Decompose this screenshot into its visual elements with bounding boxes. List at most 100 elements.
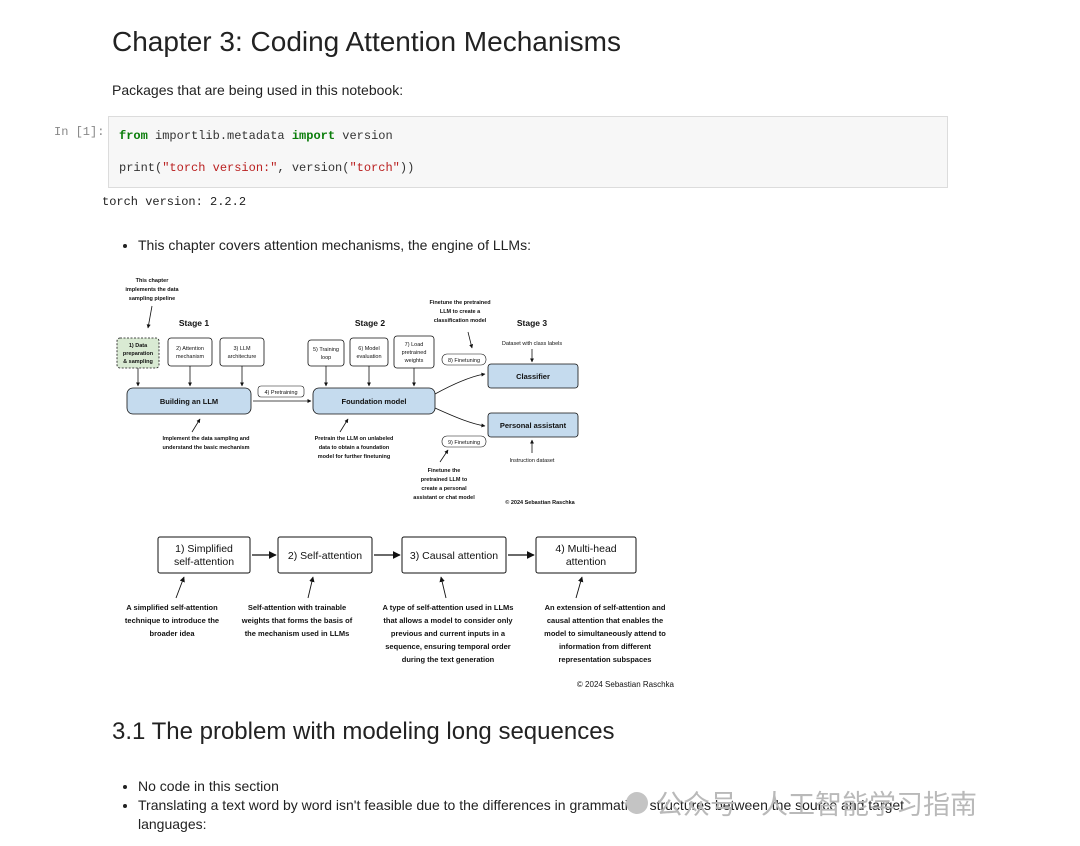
step2-line1: 2) Self-attention: [288, 550, 362, 562]
chapter-title: Chapter 3: Coding Attention Mechanisms: [112, 26, 621, 57]
step2-box: [277, 536, 373, 574]
caption4-4: information from different: [559, 642, 652, 651]
box-assistant-label: Personal assistant: [500, 421, 567, 430]
code-close: )): [399, 161, 415, 175]
label-ft9: 9) Finetuning: [448, 440, 480, 446]
note-pretrain-3: model for further finetuning: [318, 454, 390, 460]
instruction-dataset-label: Instruction dataset: [510, 458, 555, 464]
intro-list: This chapter covers attention mechanisms…: [112, 236, 1038, 255]
box-foundation-label: Foundation model: [342, 397, 407, 406]
box-classifier: [487, 363, 579, 389]
box-model-eval-2: evaluation: [356, 354, 381, 360]
dataset-class-label: Dataset with class labels: [502, 341, 562, 347]
step3-line1: 3) Causal attention: [410, 550, 498, 562]
box-data-prep-2: preparation: [123, 351, 154, 357]
box-load-2: pretrained: [402, 350, 427, 356]
box-classifier-label: Classifier: [516, 372, 550, 381]
note-finetune-bottom-1: Finetune the: [428, 468, 461, 474]
llm-stages-diagram: This chapter implements the data samplin…: [116, 278, 579, 506]
cell-prompt: In [1]:: [54, 125, 105, 139]
box-llm-arch-2: architecture: [228, 354, 257, 360]
code-string-2: "torch": [349, 161, 400, 175]
box-training-2: loop: [321, 355, 331, 361]
box-data-prep: [116, 337, 160, 369]
box-model-eval-1: 6) Model: [358, 346, 379, 352]
section-list: No code in this section Translating a te…: [112, 777, 958, 834]
box-load-3: weights: [404, 358, 424, 364]
note-top-3: sampling pipeline: [129, 296, 175, 302]
note-pretrain-1: Pretrain the LLM on unlabeled: [315, 436, 394, 442]
list-item: Translating a text word by word isn't fe…: [138, 796, 958, 834]
note-impl-2: understand the basic mechanism: [162, 445, 249, 451]
cell-output: torch version: 2.2.2: [102, 195, 247, 209]
step1-line1: 1) Simplified: [175, 543, 233, 555]
caption3-1: A type of self-attention used in LLMs: [383, 603, 514, 612]
code-line-1: from importlib.metadata import version: [119, 129, 393, 143]
label-ft8-box: [441, 353, 487, 366]
code-cell[interactable]: from importlib.metadata import version p…: [108, 116, 948, 188]
label-ft8: 8) Finetuning: [448, 358, 480, 364]
box-llm-arch-1: 3) LLM: [233, 346, 251, 352]
code-module: importlib.metadata: [147, 129, 292, 143]
box-attention: [167, 337, 213, 367]
label-pretraining: 4) Pretraining: [264, 390, 297, 396]
code-string-1: "torch version:": [162, 161, 278, 175]
caption3-5: during the text generation: [402, 655, 495, 664]
box-llm-arch: [219, 337, 265, 367]
caption2-1: Self-attention with trainable: [248, 603, 346, 612]
caption1-2: technique to introduce the: [125, 616, 219, 625]
note-impl-1: Implement the data sampling and: [162, 436, 249, 442]
box-model-eval: [349, 337, 389, 367]
watermark: 公众号 · 人工智能学习指南: [626, 783, 977, 822]
label-ft9-box: [441, 435, 487, 448]
caption4-5: representation subspaces: [559, 655, 652, 664]
note-finetune-top-1: Finetune the pretrained: [429, 300, 490, 306]
watermark-text: 公众号 · 人工智能学习指南: [656, 790, 977, 820]
caption4-3: model to simultaneously attend to: [544, 629, 666, 638]
code-line-2: print("torch version:", version("torch")…: [119, 161, 414, 175]
step4-line2: attention: [566, 556, 606, 568]
step4-box: [535, 536, 637, 574]
packages-text: Packages that are being used in this not…: [112, 82, 404, 98]
caption2-2: weights that forms the basis of: [241, 616, 353, 625]
note-pretrain-2: data to obtain a foundation: [319, 445, 390, 451]
box-load-1: 7) Load: [405, 342, 424, 348]
box-training-loop: [307, 339, 345, 367]
note-top-2: implements the data: [125, 287, 179, 293]
stage2-label: Stage 2: [355, 318, 386, 328]
box-data-prep-3: & sampling: [123, 359, 153, 365]
note-top-1: This chapter: [136, 278, 170, 284]
caption2-3: the mechanism used in LLMs: [245, 629, 350, 638]
box-personal-assistant: [487, 412, 579, 438]
box-attention-1: 2) Attention: [176, 346, 204, 352]
section-title: 3.1 The problem with modeling long seque…: [112, 718, 615, 745]
step1-line2: self-attention: [174, 556, 234, 568]
caption3-4: sequence, ensuring temporal order: [385, 642, 511, 651]
label-pretraining-box: [257, 385, 305, 398]
list-item: This chapter covers attention mechanisms…: [138, 236, 1038, 255]
wechat-icon: [626, 791, 648, 814]
code-keyword-import: import: [291, 129, 336, 143]
box-attention-2: mechanism: [176, 354, 205, 360]
note-finetune-bottom-3: create a personal: [421, 486, 467, 492]
caption4-1: An extension of self-attention and: [545, 603, 666, 612]
stage3-label: Stage 3: [517, 318, 548, 328]
code-import-name: version: [335, 129, 393, 143]
caption1-3: broader idea: [149, 629, 195, 638]
box-building-llm: [126, 387, 252, 415]
code-version-call: , version(: [277, 161, 350, 175]
fig2-copyright: © 2024 Sebastian Raschka: [577, 680, 675, 689]
box-training-1: 5) Training: [313, 347, 339, 353]
fig1-copyright: © 2024 Sebastian Raschka: [505, 499, 575, 506]
note-finetune-top-3: classification model: [434, 318, 487, 324]
caption3-3: previous and current inputs in a: [391, 629, 506, 638]
caption1-1: A simplified self-attention: [126, 603, 218, 612]
note-finetune-bottom-2: pretrained LLM to: [421, 477, 468, 483]
note-finetune-top-2: LLM to create a: [440, 309, 481, 315]
box-foundation-model: [312, 387, 436, 415]
note-finetune-bottom-4: assistant or chat model: [413, 495, 475, 501]
caption3-2: that allows a model to consider only: [383, 616, 513, 625]
step3-box: [401, 536, 507, 574]
step1-box: [157, 536, 251, 574]
list-item: No code in this section: [138, 777, 958, 796]
